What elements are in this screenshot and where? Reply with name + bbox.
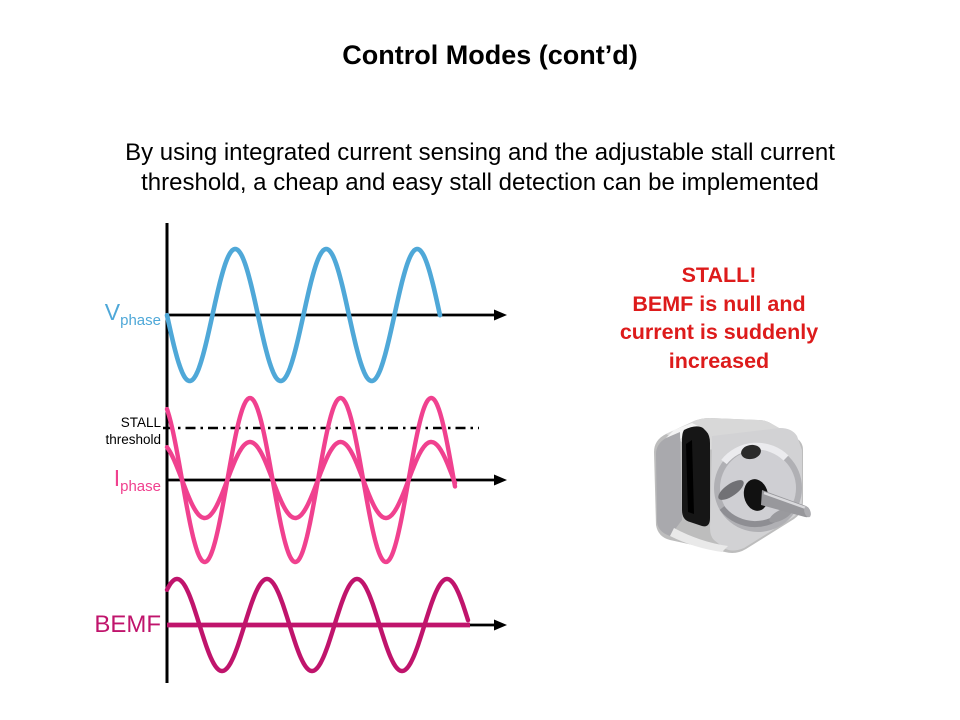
vphase-axis-arrow [494,309,507,321]
callout-line: current is suddenly [619,320,819,344]
iphase-symbol: I [113,465,121,491]
vphase-subscript: phase [120,312,161,329]
vphase-wave-0 [164,246,443,384]
bemf-axis-label: BEMF [94,611,161,638]
iphase-axis-arrow [494,474,507,486]
bemf-axis-arrow [494,619,507,631]
callout-line: increased [668,348,770,373]
body-text: By using integrated current sensing and … [0,138,960,198]
callout-line: STALL! [681,263,757,287]
iphase-axis-label: Iphase [55,465,161,495]
body-line: By using integrated current sensing and … [125,139,835,166]
stall-threshold-label: STALL threshold [105,415,161,447]
vphase-axis-label: Vphase [55,299,161,329]
iphase-subscript: phase [120,478,161,495]
vphase-symbol: V [104,299,121,325]
stall-callout: STALL! BEMF is null and current is sudde… [598,261,840,375]
callout-line: BEMF is null and [632,291,806,316]
page-title: Control Modes (cont’d) [342,40,638,70]
iphase-wave-1 [164,439,458,521]
stepper-motor-image [654,418,811,553]
bemf-wave-0 [164,576,471,674]
body-line: threshold, a cheap and easy stall detect… [141,169,819,196]
